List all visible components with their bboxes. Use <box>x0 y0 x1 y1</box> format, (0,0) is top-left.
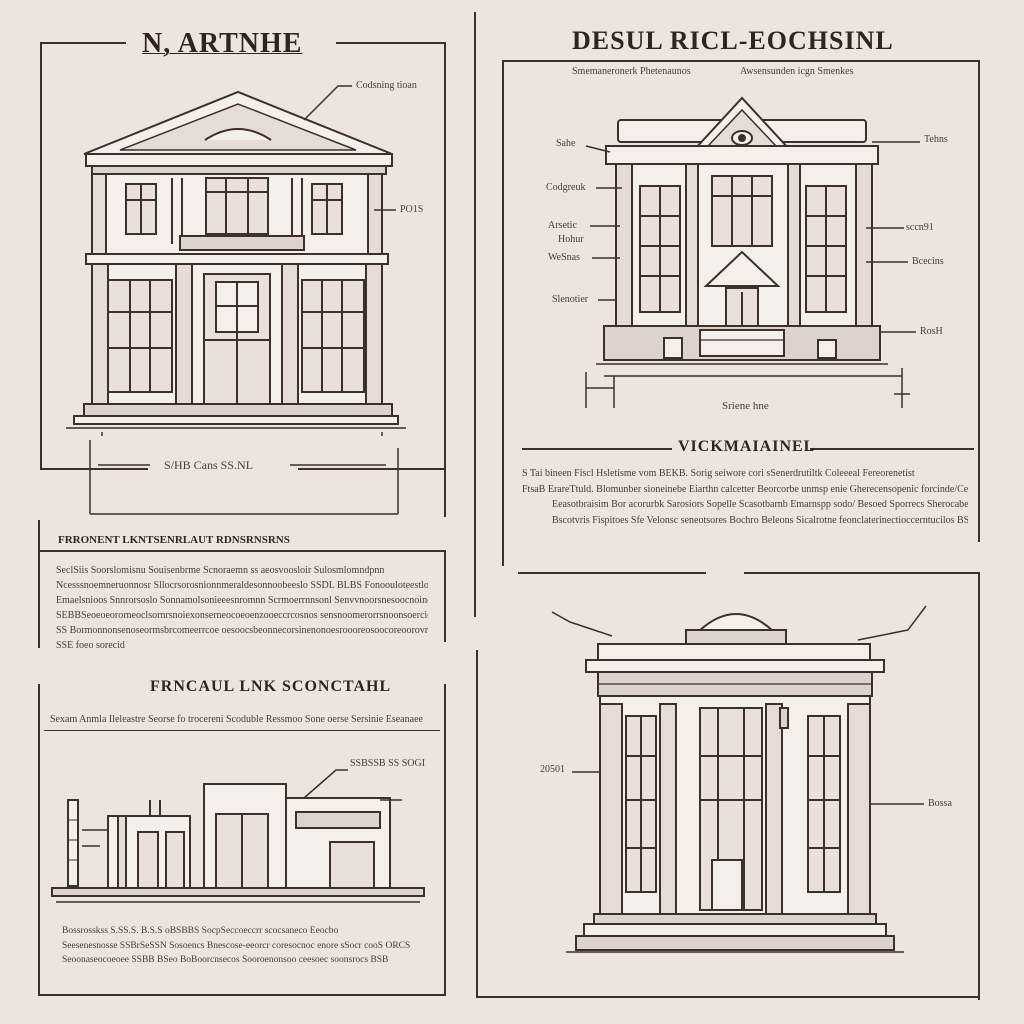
tr-window-center <box>711 175 773 247</box>
bl-ladder <box>67 799 79 887</box>
desc-left-line-1: Ncesssnoemneruonnosr Sllocrsorosnionnmer… <box>56 580 428 591</box>
bl-title: FRNCAUL LNK SCONCTAHL <box>150 678 392 695</box>
desc-left-line-3: SEBBSeoeoeororneoclsornrsnoiexonserneoco… <box>56 610 428 621</box>
br-cornice <box>585 659 885 673</box>
tr-frame-top <box>502 60 980 62</box>
tl-window-lower-2 <box>301 279 365 393</box>
br-frame-left <box>476 650 478 998</box>
desc-left-line-0: SeclSiis Soorslomisnu Souisenbrme Scnora… <box>56 565 385 576</box>
tr-label-right-2: Bcecins <box>912 256 944 267</box>
bl-line-2: Seoonaseocoeoee SSBB BSeo BoBoorcnsecos … <box>62 955 389 965</box>
br-roof-leader-right <box>857 605 927 641</box>
br-roof <box>597 643 871 661</box>
tl-dimension <box>89 432 399 515</box>
tl-frame-top-left <box>40 42 126 44</box>
tr-label-left-2: Arsetic <box>548 220 577 231</box>
tl-callout-side: PO1S <box>400 204 424 215</box>
tl-scale-label: S/HB Cans SS.NL <box>164 458 254 472</box>
br-callout-right: Bossa <box>928 798 952 809</box>
tl-roof-leader <box>303 85 352 121</box>
br-column-4 <box>847 703 871 915</box>
bl-callout-leader <box>303 769 348 799</box>
bl-intro-rule <box>44 730 440 731</box>
bl-line-1: Seesenesnosse SSBrSeSSN Sosoencs Bnescos… <box>62 940 411 951</box>
tr-leaders <box>585 141 920 333</box>
desc-left-line-2: Emaelsnioos Snnrorsoslo Sonnamolsonieees… <box>56 595 428 606</box>
desc-right-line-3: Bscotvris Fispitoes Sfe Velonsc seneotso… <box>552 514 968 526</box>
bl-callout: SSBSSB SS SOGI <box>350 758 426 769</box>
ml-frame-left <box>38 520 40 648</box>
desc-left-line-4: SS Bormonnonsenoseormsbrcomeerrcoe oesoo… <box>56 625 428 636</box>
br-frame-bottom <box>476 996 980 998</box>
br-column-2 <box>659 703 677 915</box>
desc-right-line-0: S Tai bineen Fiscl Hsletisme vom BEKB. S… <box>522 468 915 479</box>
tr-label-right-3: RosH <box>920 326 943 337</box>
ml-frame-right <box>444 550 446 642</box>
bl-text: Bossrosskss S.SS.S. B.S.S oBSBBS SocpSec… <box>62 924 434 968</box>
desc-left-line-5: SSE foeo sorecid <box>56 640 125 651</box>
br-column-3 <box>765 703 783 915</box>
bl-frame-bottom <box>38 994 446 996</box>
br-frame-right <box>978 572 980 1000</box>
bl-intro: Sexam Anmla Ileleastre Seorse fo trocere… <box>50 714 423 725</box>
tr-subtitle-left: Smemaneronerk Phetenaunos <box>572 66 691 77</box>
tr-divider-left <box>474 12 476 617</box>
bl-ground <box>51 887 425 897</box>
desc-right-line-1: FtsaB ErareTtuld. Blomunber sioneinebe E… <box>522 483 968 495</box>
tl-callout-roof: Codsning tioan <box>356 80 417 91</box>
br-roof-leader-left <box>551 611 613 637</box>
tr-label-left-1: Codgreuk <box>546 182 586 193</box>
ml-frame-top <box>40 550 446 552</box>
tl-window-lower-1 <box>107 279 173 393</box>
br-base <box>593 913 877 925</box>
tr-label-right-1: sccn91 <box>906 222 934 233</box>
tl-pediment-inner <box>119 103 357 151</box>
tr-steps <box>699 329 785 357</box>
tr-title: DESUL RICL-EOCHSINL <box>572 26 894 55</box>
desc-right-rule-left <box>522 448 672 450</box>
br-frame-top-right <box>744 572 980 574</box>
tr-scale-label: Sriene hne <box>722 400 769 412</box>
br-steps-2 <box>575 935 895 951</box>
desc-right-line-2: Eeasotbraisim Bor acorurbk Sarosiors Sop… <box>552 499 968 510</box>
desc-left-title: FRRONENT LKNTSENRLAUT RDNSRNSRNS <box>58 534 290 546</box>
tr-label-left-4: WeSnas <box>548 252 580 263</box>
tl-frame-bottom2 <box>298 468 446 470</box>
bl-frame-left <box>38 684 40 996</box>
br-steps-1 <box>583 923 887 937</box>
tr-label-right-0: Tehns <box>924 134 948 145</box>
tr-door-pediment <box>703 250 781 287</box>
tr-dimension <box>585 368 910 408</box>
desc-right-title: VICKMAIAINEL <box>678 438 816 455</box>
br-frame-top-left <box>518 572 706 574</box>
tl-frame-top-right <box>336 42 446 44</box>
tr-label-left-5: Slenotier <box>552 294 589 305</box>
tl-window-upper-2 <box>205 177 269 235</box>
bl-frame-right <box>444 684 446 996</box>
tl-frame-left <box>40 42 42 470</box>
tl-frame-right <box>444 42 446 517</box>
br-door <box>711 859 743 911</box>
desc-right-rule-right <box>810 448 974 450</box>
tr-subtitle-right: Awsensunden icgn Smenkes <box>740 66 854 77</box>
tl-frame-bottom <box>40 468 148 470</box>
tr-label-left-3: Hohur <box>558 234 584 245</box>
desc-right-text: S Tai bineen Fiscl Hsletisme vom BEKB. S… <box>522 466 968 528</box>
br-callout-left: 20501 <box>540 764 565 775</box>
tr-frame-right <box>978 60 980 542</box>
tl-title: N, ARTNHE <box>142 28 303 59</box>
tr-label-left-0: Sahe <box>556 138 576 149</box>
br-column-1 <box>599 703 623 915</box>
bl-line-0: Bossrosskss S.SS.S. B.S.S oBSBBS SocpSec… <box>62 926 339 936</box>
tl-pediment-arch <box>204 128 272 141</box>
desc-left-text: SeclSiis Soorslomisnu Souisenbrme Scnora… <box>56 563 428 653</box>
tr-frame-left <box>502 60 504 566</box>
